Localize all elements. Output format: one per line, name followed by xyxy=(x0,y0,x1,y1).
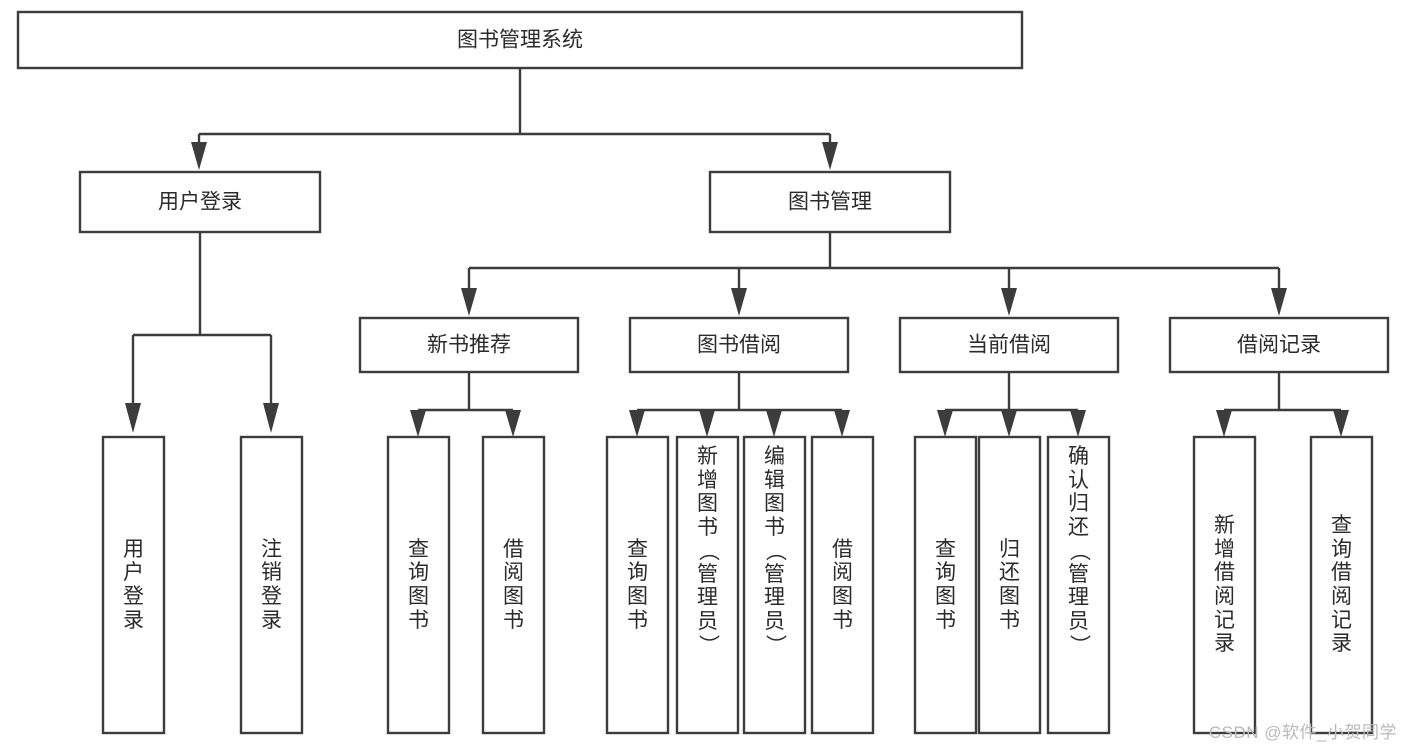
node-root-label: 图书管理系统 xyxy=(457,29,583,52)
connector-book-manage-to-level3 xyxy=(461,232,1287,316)
arrow-leaf-logout-login xyxy=(263,403,279,433)
arrow-leaf-add-book-admin xyxy=(699,410,715,437)
arrow-leaf-user-login xyxy=(125,403,141,433)
leaf-box-user-login[interactable] xyxy=(101,435,166,735)
arrow-new-book-recommend xyxy=(461,288,477,316)
node-new-book-recommend[interactable]: 新书推荐 xyxy=(358,316,580,374)
connector-root-to-level2 xyxy=(191,68,838,170)
node-borrow-record[interactable]: 借阅记录 xyxy=(1168,316,1390,374)
arrow-current-borrow xyxy=(1001,288,1017,316)
arrow-leaf-query-book-2 xyxy=(629,410,645,437)
leaf-box-edit-book-admin[interactable] xyxy=(742,435,807,735)
arrow-leaf-query-book-3 xyxy=(937,410,953,437)
leaf-box-borrow-book-1[interactable] xyxy=(481,435,546,735)
arrow-leaf-confirm-return-admin xyxy=(1070,410,1086,437)
connector-book-borrow-to-leaves xyxy=(629,372,850,437)
leaf-box-return-book[interactable] xyxy=(977,435,1042,735)
node-borrow-record-box[interactable] xyxy=(1168,316,1390,374)
node-current-borrow[interactable]: 当前借阅 xyxy=(898,316,1120,374)
node-book-borrow[interactable]: 图书借阅 xyxy=(628,316,850,374)
node-current-borrow-box[interactable] xyxy=(898,316,1120,374)
arrow-user-login xyxy=(191,142,207,170)
arrow-borrow-record xyxy=(1271,288,1287,316)
arrow-leaf-return-book xyxy=(1001,410,1017,437)
leaf-box-query-book-2[interactable] xyxy=(605,435,670,735)
arrow-leaf-query-borrow-record xyxy=(1333,410,1349,437)
connector-current-borrow-to-leaves xyxy=(937,372,1086,437)
arrow-book-manage xyxy=(822,142,838,170)
node-book-borrow-label: 图书借阅 xyxy=(697,334,781,357)
connector-user-login-to-leaves xyxy=(125,232,279,433)
leaf-box-query-book-3[interactable] xyxy=(913,435,978,735)
node-book-borrow-box[interactable] xyxy=(628,316,850,374)
node-new-book-recommend-box[interactable] xyxy=(358,316,580,374)
arrow-leaf-borrow-book-1 xyxy=(505,410,521,437)
node-book-manage[interactable]: 图书管理 xyxy=(708,170,952,234)
node-book-manage-box[interactable] xyxy=(708,170,952,234)
node-root-box[interactable] xyxy=(16,10,1024,70)
node-current-borrow-label: 当前借阅 xyxy=(967,334,1051,357)
node-book-manage-label: 图书管理 xyxy=(788,191,872,214)
connector-borrow-record-to-leaves xyxy=(1216,372,1349,437)
arrow-leaf-query-book-1 xyxy=(410,410,426,437)
arrow-book-borrow xyxy=(731,288,747,316)
node-user-login[interactable]: 用户登录 xyxy=(78,170,322,234)
leaf-box-borrow-book-2[interactable] xyxy=(810,435,875,735)
arrow-leaf-borrow-book-2 xyxy=(834,410,850,437)
node-borrow-record-label: 借阅记录 xyxy=(1237,334,1321,357)
leaf-box-query-borrow-record[interactable] xyxy=(1309,435,1374,735)
leaf-box-confirm-return-admin[interactable] xyxy=(1046,435,1111,735)
arrow-leaf-edit-book-admin xyxy=(766,410,782,437)
node-root[interactable]: 图书管理系统 xyxy=(16,10,1024,70)
csdn-watermark: CSDN @软件_小贺同学 xyxy=(1208,723,1397,742)
leaf-box-query-book-1[interactable] xyxy=(386,435,451,735)
arrow-leaf-add-borrow-record xyxy=(1216,410,1232,437)
leaf-box-add-book-admin[interactable] xyxy=(675,435,740,735)
leaf-box-add-borrow-record[interactable] xyxy=(1192,435,1257,735)
connector-new-book-to-leaves xyxy=(410,372,521,437)
node-user-login-label: 用户登录 xyxy=(158,191,242,214)
node-new-book-recommend-label: 新书推荐 xyxy=(427,334,511,357)
leaf-box-logout-login[interactable] xyxy=(239,435,304,735)
